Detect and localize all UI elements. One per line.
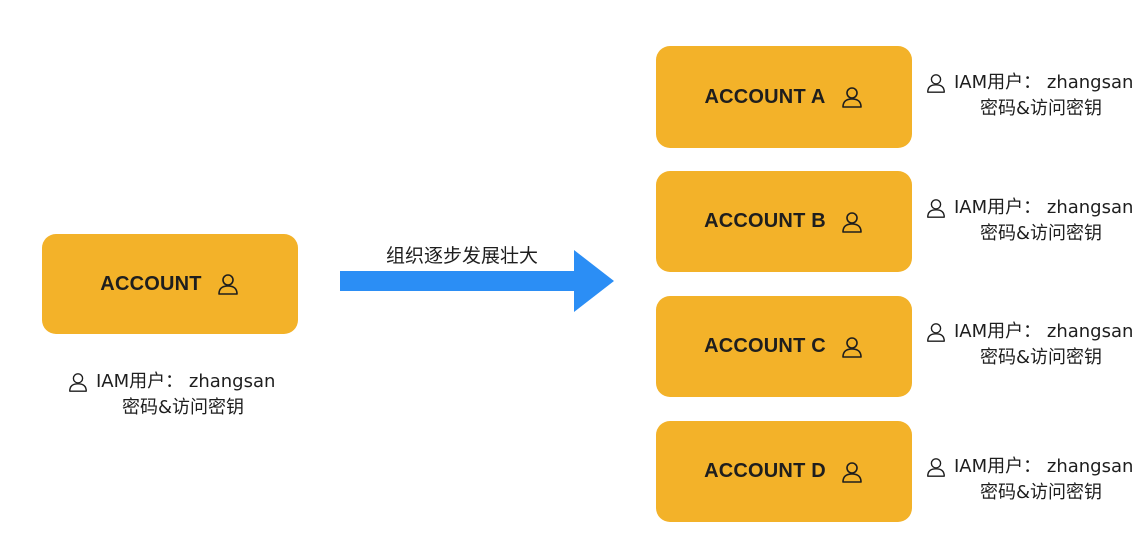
account-box-a: ACCOUNT A [656, 46, 912, 148]
growth-caption: 组织逐步发展壮大 [386, 245, 539, 267]
iam-user-info-d: IAM用户： zhangsan 密码&访问密钥 [924, 454, 1148, 506]
user-icon [840, 335, 864, 359]
credentials-text: 密码&访问密钥 [980, 347, 1103, 368]
account-label: ACCOUNT B [704, 210, 826, 232]
account-box-c: ACCOUNT C [656, 296, 912, 397]
iam-user-text: IAM用户： zhangsan [954, 321, 1134, 342]
iam-user-info-b: IAM用户： zhangsan 密码&访问密钥 [924, 195, 1148, 247]
iam-user-info-c: IAM用户： zhangsan 密码&访问密钥 [924, 319, 1148, 371]
account-box-b: ACCOUNT B [656, 171, 912, 272]
iam-user-text: IAM用户： zhangsan [954, 456, 1134, 477]
user-icon [924, 71, 948, 95]
credentials-text: 密码&访问密钥 [980, 98, 1103, 119]
iam-user-info-a: IAM用户： zhangsan 密码&访问密钥 [924, 70, 1148, 122]
user-icon [924, 455, 948, 479]
credentials-text: 密码&访问密钥 [980, 223, 1103, 244]
iam-user-text: IAM用户： zhangsan [96, 371, 276, 392]
credentials-text: 密码&访问密钥 [980, 482, 1103, 503]
account-label: ACCOUNT A [704, 85, 826, 108]
user-icon [924, 320, 948, 344]
account-label: ACCOUNT C [704, 335, 826, 357]
user-icon [216, 272, 240, 296]
user-icon [840, 460, 864, 484]
growth-arrow [338, 236, 620, 322]
account-label: ACCOUNT D [704, 460, 826, 482]
iam-user-text: IAM用户： zhangsan [954, 197, 1134, 218]
account-box-d: ACCOUNT D [656, 421, 912, 522]
account-box: ACCOUNT [42, 234, 298, 334]
user-icon [840, 85, 864, 109]
user-icon [840, 210, 864, 234]
credentials-text: 密码&访问密钥 [122, 397, 245, 418]
iam-user-info: IAM用户： zhangsan 密码&访问密钥 [66, 369, 296, 421]
iam-user-text: IAM用户： zhangsan [954, 72, 1134, 93]
user-icon [66, 370, 90, 394]
user-icon [924, 196, 948, 220]
account-label: ACCOUNT [100, 272, 202, 295]
